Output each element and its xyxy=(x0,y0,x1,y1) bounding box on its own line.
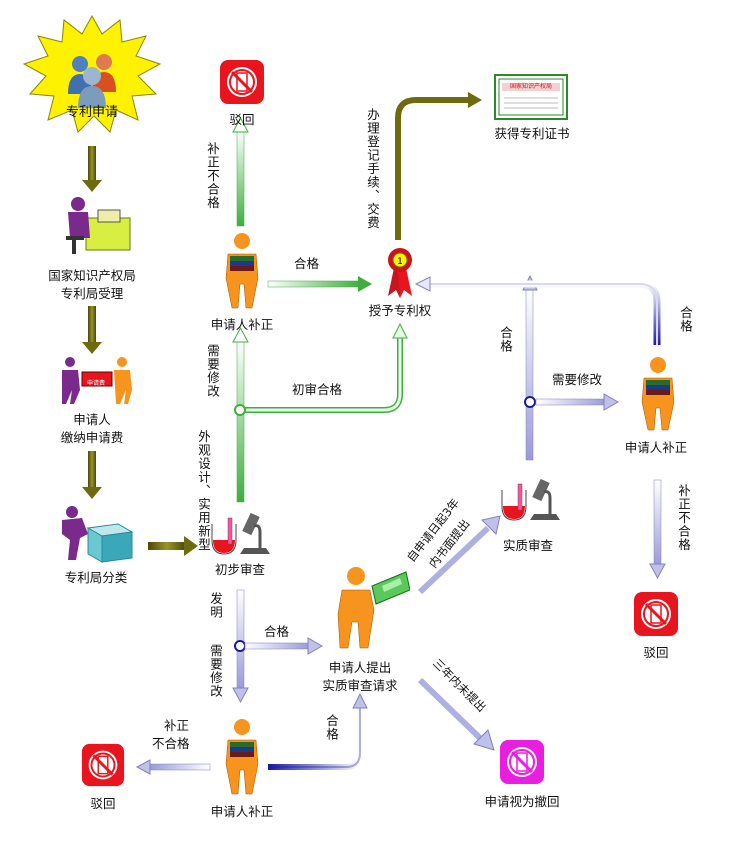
substantive-node xyxy=(496,478,562,524)
label-qualified-far-right: 合格 xyxy=(678,306,693,333)
person-with-books-icon xyxy=(225,233,259,309)
office-label-1: 国家知识产权局 xyxy=(48,268,136,283)
no-entry-icon xyxy=(500,740,544,784)
label-not-qualified-bottom-2: 不合格 xyxy=(152,736,190,751)
reject-bottom-label: 驳回 xyxy=(90,796,116,811)
correct-bottom-node xyxy=(220,718,264,796)
label-design-utility: 外观设计、实用新型 xyxy=(196,430,211,552)
certificate-icon xyxy=(494,74,568,120)
fee-handover-icon xyxy=(62,357,132,404)
certificate-label: 获得专利证书 xyxy=(494,126,570,141)
lab-flask-microscope-icon xyxy=(211,512,270,555)
label-invention: 发明 xyxy=(208,592,223,619)
no-entry-icon xyxy=(220,60,264,104)
reject-right-node xyxy=(632,590,680,638)
label-qualified-up: 合格 xyxy=(324,714,339,741)
reject-bottom-node xyxy=(80,742,126,788)
pay-label-2: 缴纳申请费 xyxy=(60,430,124,445)
reject-right-label: 驳回 xyxy=(643,645,669,660)
no-entry-icon xyxy=(81,743,125,787)
person-with-books-icon xyxy=(641,357,675,431)
grant-label: 授予专利权 xyxy=(368,303,432,318)
apply-node xyxy=(22,14,162,134)
correct-right-node xyxy=(636,356,680,432)
reject-top-label: 驳回 xyxy=(229,112,255,127)
correct-right-label: 申请人补正 xyxy=(624,440,688,455)
no-entry-icon xyxy=(634,592,678,636)
office-node xyxy=(58,196,132,256)
pay-label-1: 申请人 xyxy=(73,412,111,427)
certificate-node xyxy=(494,74,568,120)
pay-node xyxy=(60,356,134,406)
prelim-node xyxy=(206,510,272,558)
label-prelim-ok: 初审合格 xyxy=(292,382,343,397)
label-not-qualified-bottom-1: 补正 xyxy=(164,718,190,733)
starburst-icon xyxy=(22,14,162,133)
substantive-label: 实质审查 xyxy=(502,538,554,553)
request-label-2: 实质审查请求 xyxy=(322,678,398,693)
green-arrows xyxy=(232,116,408,503)
award-ribbon-icon: 1 xyxy=(388,248,412,298)
label-qualified-mid: 合格 xyxy=(294,256,320,271)
withdrawn-node xyxy=(498,738,546,786)
label-register-fee: 办理登记手续、交费 xyxy=(365,108,380,230)
packing-box-icon xyxy=(62,506,134,563)
certificate-text: 国家知识产权局 xyxy=(509,83,553,90)
correct-bottom-label: 申请人补正 xyxy=(210,804,274,819)
request-label-1: 申请人提出 xyxy=(328,660,392,675)
label-not-qualified-top: 补正不合格 xyxy=(205,142,220,210)
reject-top-node xyxy=(218,58,266,106)
svg-text:1: 1 xyxy=(397,257,403,267)
office-label-2: 专利局受理 xyxy=(60,286,124,301)
clerk-at-desk-icon xyxy=(66,197,131,254)
correct-top-node xyxy=(220,232,264,310)
person-submitting-form-icon xyxy=(337,567,411,649)
grant-node: 1 xyxy=(386,246,414,298)
request-node xyxy=(330,566,411,650)
prelim-label: 初步审查 xyxy=(214,562,266,577)
label-not-qualified-right: 补正不合格 xyxy=(676,484,691,552)
label-qualified-right-v: 合格 xyxy=(498,326,513,353)
pay-box-label: 申请费 xyxy=(86,380,106,387)
apply-label: 专利申请 xyxy=(65,105,119,120)
label-need-modify-low: 需要修改 xyxy=(208,644,223,698)
label-qualified-low: 合格 xyxy=(264,624,290,639)
classify-label: 专利局分类 xyxy=(64,570,128,585)
blue-arrows xyxy=(135,274,666,775)
classify-node xyxy=(58,504,134,564)
lab-flask-microscope-icon xyxy=(501,478,560,521)
label-need-modify-right: 需要修改 xyxy=(552,372,603,387)
correct-top-label: 申请人补正 xyxy=(210,317,274,332)
olive-arrows xyxy=(82,92,482,556)
label-need-modify-top: 需要修改 xyxy=(205,344,220,398)
person-with-books-icon xyxy=(225,719,259,795)
withdrawn-label: 申请视为撤回 xyxy=(484,794,560,809)
